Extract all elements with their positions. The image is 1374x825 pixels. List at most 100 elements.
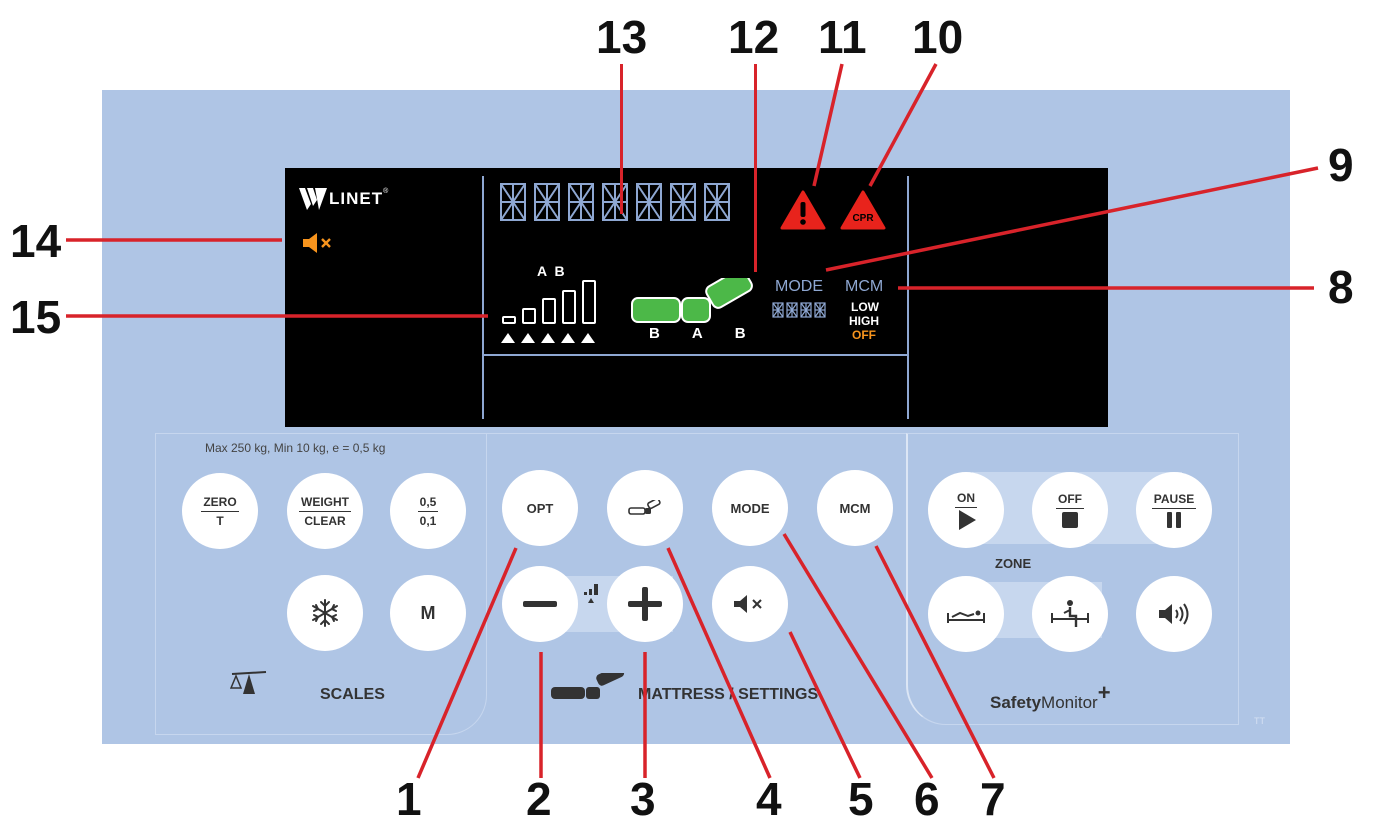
decrease-button[interactable] xyxy=(502,566,578,642)
resolution-button[interactable]: 0,5 0,1 xyxy=(390,473,466,549)
warning-triangle-icon xyxy=(780,190,826,230)
weight-clear-button[interactable]: WEIGHT CLEAR xyxy=(287,473,363,549)
mattress-profile-icon xyxy=(628,500,661,515)
zone-letter: A xyxy=(691,325,703,342)
level-markers xyxy=(501,333,595,343)
level-bar xyxy=(522,308,536,324)
increase-button[interactable] xyxy=(607,566,683,642)
mcm-button[interactable]: MCM xyxy=(817,470,893,546)
callout-14: 14 xyxy=(10,215,62,267)
callout-8: 8 xyxy=(1328,261,1354,313)
mode-indicator: MODE xyxy=(775,278,823,295)
linet-mark-icon xyxy=(299,188,327,210)
mode-segment-display xyxy=(772,302,826,318)
memory-label: M xyxy=(420,602,436,623)
level-marker-icon xyxy=(561,333,575,343)
linet-registered-mark: ® xyxy=(383,188,389,195)
corner-mark: TT xyxy=(1254,716,1265,726)
leader-line-12 xyxy=(754,64,757,272)
level-bar xyxy=(582,280,596,324)
cpr-alert-icon: CPR xyxy=(840,190,886,230)
memory-button[interactable]: M xyxy=(390,575,466,651)
safety-title-bold: Safety xyxy=(990,693,1042,712)
lcd-divider-left xyxy=(482,176,484,419)
segment-digit xyxy=(568,183,594,221)
level-bar xyxy=(562,290,576,324)
resolution-top-label: 0,5 xyxy=(417,495,439,512)
level-marker-icon xyxy=(541,333,555,343)
callout-10: 10 xyxy=(912,11,964,63)
off-label: OFF xyxy=(1056,492,1084,509)
monitor-on-button[interactable]: ON xyxy=(928,472,1004,548)
callout-15: 15 xyxy=(10,291,62,343)
callout-12: 12 xyxy=(728,11,780,63)
play-icon xyxy=(959,509,976,530)
mattress-position-button[interactable] xyxy=(607,470,683,546)
mode-button[interactable]: MODE xyxy=(712,470,788,546)
linet-logo: LINET ® xyxy=(299,188,388,210)
monitor-off-button[interactable]: OFF xyxy=(1032,472,1108,548)
zero-label: ZERO xyxy=(201,495,239,512)
level-marker-icon xyxy=(581,333,595,343)
patient-lying-icon xyxy=(947,610,985,623)
segment-digit xyxy=(814,302,826,318)
speaker-volume-icon xyxy=(1159,603,1189,625)
zone-letter: B xyxy=(734,325,746,342)
lcd-divider-right xyxy=(907,176,909,419)
firmness-level-icon xyxy=(584,584,598,603)
mattress-icon xyxy=(551,673,625,699)
callout-9: 9 xyxy=(1328,139,1354,191)
callout-6: 6 xyxy=(914,773,940,825)
opt-button[interactable]: OPT xyxy=(502,470,578,546)
freeze-button[interactable] xyxy=(287,575,363,651)
pause-icon xyxy=(1167,511,1181,528)
callout-3: 3 xyxy=(630,773,656,825)
mcm-indicator: MCM xyxy=(845,278,884,295)
stop-icon xyxy=(1062,511,1078,528)
monitor-pause-button[interactable]: PAUSE xyxy=(1136,472,1212,548)
callout-4: 4 xyxy=(756,773,782,825)
zero-tare-button[interactable]: ZERO T xyxy=(182,473,258,549)
opt-label: OPT xyxy=(526,500,554,516)
segment-digit xyxy=(704,183,730,221)
scales-title: SCALES xyxy=(320,686,385,703)
mcm-level-high: HIGH xyxy=(849,314,879,328)
mcm-level-off: OFF xyxy=(852,328,876,342)
level-bar xyxy=(502,316,516,324)
zone-label: ZONE xyxy=(995,556,1032,571)
zone-lying-button[interactable] xyxy=(928,576,1004,652)
mattress-title: MATTRESS / SETTINGS xyxy=(638,686,819,703)
callout-1: 1 xyxy=(396,773,422,825)
speaker-muted-icon xyxy=(303,233,331,253)
level-marker-icon xyxy=(501,333,515,343)
speaker-muted-icon xyxy=(734,595,762,613)
volume-button[interactable] xyxy=(1136,576,1212,652)
level-bar xyxy=(542,298,556,324)
firmness-level-bars xyxy=(502,280,602,324)
scales-icon xyxy=(230,671,267,694)
segment-digit xyxy=(534,183,560,221)
segment-digit xyxy=(500,183,526,221)
safety-title-regular: Monitor xyxy=(1041,693,1098,712)
zone-sitting-button[interactable] xyxy=(1032,576,1108,652)
safety-section xyxy=(906,433,1239,725)
on-label: ON xyxy=(955,491,977,508)
linet-logo-text: LINET xyxy=(329,189,384,208)
safety-title-plus: + xyxy=(1097,680,1111,705)
resolution-bottom-label: 0,1 xyxy=(419,513,437,528)
cpr-triangle-icon xyxy=(840,190,886,230)
ab-label: A B xyxy=(537,263,567,279)
mattress-section xyxy=(485,433,906,734)
segment-text-display xyxy=(499,182,731,222)
zone-letter: B xyxy=(649,325,660,342)
mute-button[interactable] xyxy=(712,566,788,642)
weight-label: WEIGHT xyxy=(299,495,351,512)
clear-label: CLEAR xyxy=(304,513,346,528)
pause-label: PAUSE xyxy=(1151,492,1197,509)
segment-digit xyxy=(602,183,628,221)
level-marker-icon xyxy=(521,333,535,343)
patient-sitting-icon xyxy=(1051,600,1089,627)
callout-5: 5 xyxy=(848,773,874,825)
callout-2: 2 xyxy=(526,773,552,825)
